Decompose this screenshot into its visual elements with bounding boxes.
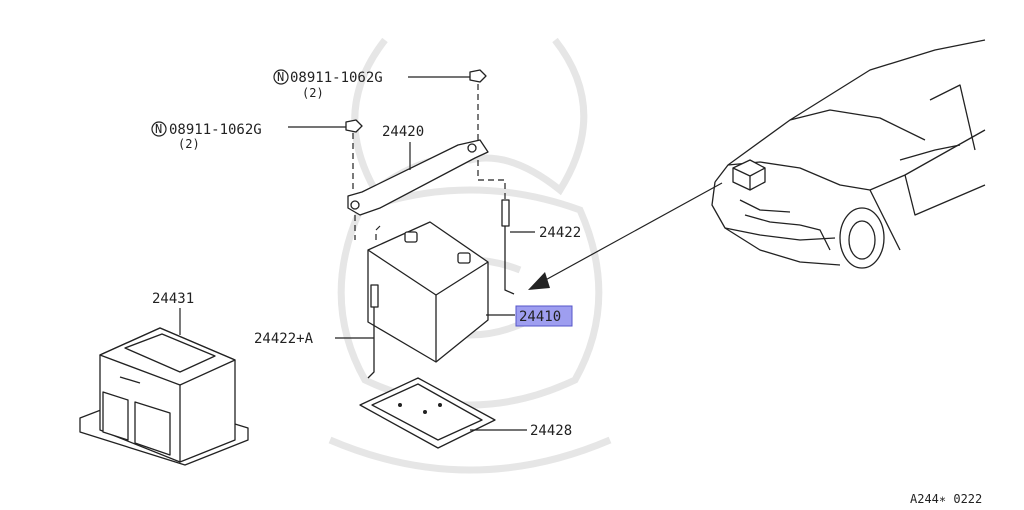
nut-left-icon (345, 119, 363, 133)
leader-lines (179, 76, 535, 431)
terminal-negative (457, 252, 471, 264)
battery (367, 221, 489, 363)
nut-left-part-number[interactable]: 08911-1062G (169, 122, 262, 138)
figure-code: A244∗ 0222 (910, 492, 982, 506)
tray-part-number[interactable]: 24428 (530, 423, 572, 439)
n-badge-icon (151, 121, 167, 137)
cover-part-number[interactable]: 24431 (152, 291, 194, 307)
battery-part-number[interactable]: 24410 (519, 309, 561, 325)
frame-part-number[interactable]: 24420 (382, 124, 424, 140)
nut-left-prefix: N (155, 122, 162, 136)
n-badge-icon (273, 69, 289, 85)
battery-highlight-box (515, 305, 573, 327)
location-arrow (528, 182, 723, 290)
nut-top-prefix: N (277, 70, 284, 84)
nut-top-icon (469, 69, 487, 83)
battery-cover (79, 327, 249, 466)
nut-top-quantity: (2) (302, 86, 324, 100)
nut-left-quantity: (2) (178, 137, 200, 151)
rod-left (367, 284, 379, 379)
battery-tray (359, 377, 496, 449)
terminal-positive (404, 231, 418, 243)
rod-right-part-number[interactable]: 24422 (539, 225, 581, 241)
rod-right (501, 199, 515, 295)
rod-left-part-number[interactable]: 24422+A (254, 331, 314, 347)
vehicle-illustration (711, 39, 986, 269)
nut-top-part-number[interactable]: 08911-1062G (290, 70, 383, 86)
assembly-lines (352, 84, 506, 240)
